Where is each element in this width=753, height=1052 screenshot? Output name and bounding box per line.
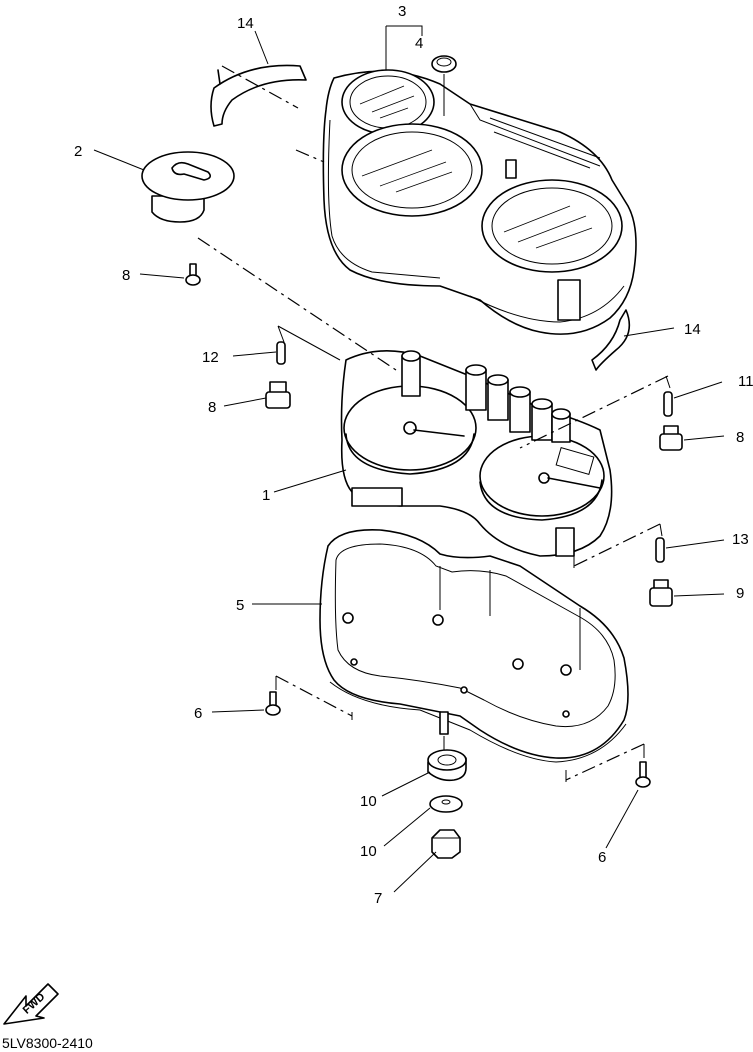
indicator-bulbs bbox=[401, 350, 571, 443]
drawing-code: 5LV8300-2410 bbox=[2, 1035, 93, 1051]
callout-8-right-upper: 8 bbox=[736, 429, 744, 446]
part-12-washer bbox=[429, 795, 463, 813]
part-5-lower-case bbox=[319, 529, 629, 763]
callout-14-right: 14 bbox=[684, 321, 701, 338]
part-8-grommet-left bbox=[265, 381, 291, 409]
callout-2: 2 bbox=[74, 143, 82, 160]
part-4-grommet bbox=[431, 55, 457, 73]
meter-assembly bbox=[340, 350, 613, 557]
callout-1: 1 bbox=[262, 487, 270, 504]
callout-10-right: 13 bbox=[732, 531, 749, 548]
callout-6-right: 6 bbox=[598, 849, 606, 866]
callout-3: 3 bbox=[398, 3, 406, 20]
fwd-direction-arrow: FWD bbox=[3, 983, 59, 1025]
part-8-grommet-right-upper bbox=[659, 425, 683, 451]
callout-4: 4 bbox=[415, 35, 423, 52]
callout-5: 5 bbox=[236, 597, 244, 614]
callout-10-left: 12 bbox=[202, 349, 219, 366]
part-14-clip-lower bbox=[591, 309, 631, 371]
part-6-screw-left bbox=[265, 691, 281, 716]
assembly-lines bbox=[197, 65, 671, 782]
leader-lines bbox=[93, 25, 725, 893]
meter-cover-assembly bbox=[322, 69, 637, 335]
callout-8-right-lower: 9 bbox=[736, 585, 744, 602]
callout-12: 10 bbox=[360, 843, 377, 860]
part-11-damper bbox=[427, 749, 467, 782]
callout-9: 11 bbox=[738, 373, 753, 390]
callout-7: 8 bbox=[122, 267, 130, 284]
callout-13: 7 bbox=[374, 890, 382, 907]
part-10-pin-right bbox=[655, 537, 665, 563]
callout-11: 10 bbox=[360, 793, 377, 810]
part-7-screw bbox=[185, 263, 201, 286]
part-8-grommet-right-lower bbox=[649, 579, 673, 607]
part-6-screw-right bbox=[635, 761, 651, 788]
part-10-pin-left bbox=[276, 341, 286, 365]
callout-8-left: 8 bbox=[208, 399, 216, 416]
part-2-cap bbox=[141, 151, 235, 223]
callout-6-left: 6 bbox=[194, 705, 202, 722]
callout-labels: 14 3 4 2 8 14 12 8 11 8 1 13 9 5 6 10 10… bbox=[74, 3, 753, 907]
part-9-pin bbox=[663, 391, 673, 417]
part-14-clip-upper bbox=[210, 64, 307, 127]
callout-14-top: 14 bbox=[237, 15, 254, 32]
part-13-nut bbox=[431, 829, 461, 859]
